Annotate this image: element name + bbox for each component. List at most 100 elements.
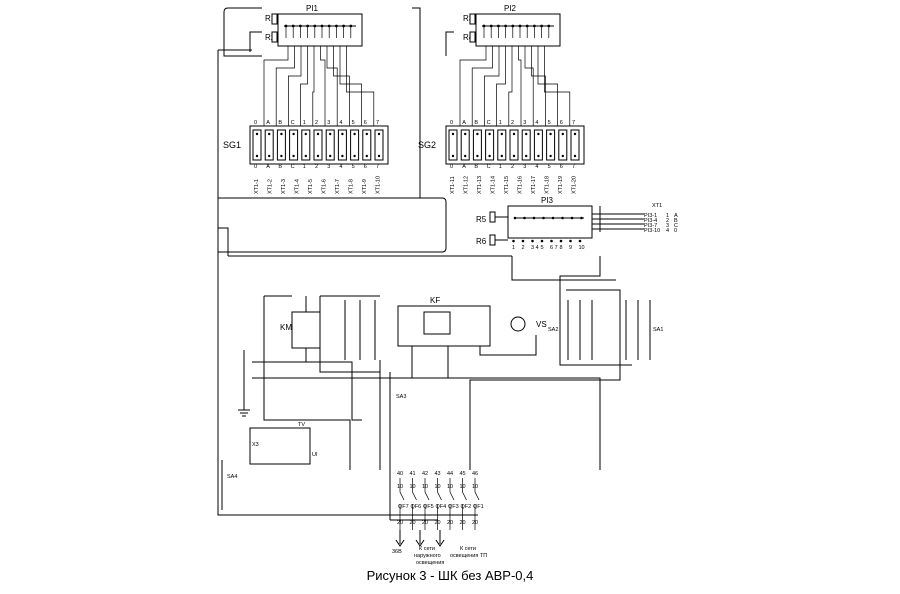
- breaker-label: QF2: [461, 504, 472, 510]
- sg-cell: [472, 129, 482, 161]
- sg-column-label: A: [266, 164, 270, 170]
- pi3-pin-label: 5: [541, 245, 544, 251]
- breaker-label: QF5: [423, 504, 434, 510]
- sg-column-label: 0: [450, 164, 453, 170]
- tv-label: TV: [298, 422, 305, 428]
- ui-label: UI: [312, 452, 318, 458]
- km-contactor: KM: [280, 296, 321, 362]
- sg-pin: [500, 132, 503, 136]
- sg1-label: SG1: [223, 140, 241, 150]
- pi1-block: PI1 R1 R2: [265, 4, 363, 47]
- sa2-label: SA2: [548, 327, 558, 333]
- breaker-contact: [449, 478, 455, 530]
- sg-pin: [292, 132, 295, 136]
- fan-wire: [300, 46, 308, 126]
- sg-pin: [525, 154, 528, 158]
- sg-column-label: 6: [560, 120, 563, 126]
- xt-terminal-label: XT1-16: [518, 176, 524, 194]
- xt-terminal-label: XT1-4: [295, 179, 301, 194]
- sg-column-label: 5: [548, 120, 551, 126]
- sg-pin: [365, 154, 368, 158]
- sg-pin: [316, 132, 320, 136]
- output-outdoor-2: наружного: [414, 553, 441, 559]
- sg-pin: [377, 154, 381, 158]
- xt-terminal-label: XT1-15: [504, 176, 510, 194]
- sg-pin: [353, 132, 356, 136]
- sg-pin: [268, 132, 271, 136]
- sg-cell: [497, 129, 507, 161]
- xt1-row-number: 4: [666, 228, 669, 234]
- pi3-pin: [521, 239, 525, 243]
- sg-column-label: B: [278, 164, 282, 170]
- r6-label: R6: [476, 237, 487, 246]
- breaker-label: QF6: [411, 504, 422, 510]
- xt1-row-phase: C: [674, 223, 678, 229]
- sg-cell: [289, 129, 299, 161]
- sg-pin: [488, 132, 491, 136]
- xt-terminal-label: XT1-11: [450, 176, 456, 194]
- sg-cell: [301, 129, 311, 161]
- sg-pin: [549, 132, 552, 136]
- sg-column-label: 6: [364, 164, 367, 170]
- sg-column-label: 0: [450, 120, 453, 126]
- sg-column-label: 7: [376, 120, 379, 126]
- sg-column-label: 1: [303, 120, 306, 126]
- sg-column-label: 2: [511, 164, 514, 170]
- km-contacts: [344, 300, 376, 360]
- xt-terminal-label: XT1-13: [477, 176, 483, 194]
- sg-column-label: 4: [535, 120, 538, 126]
- breaker-top-number: 44: [447, 471, 453, 477]
- xt1-row-phase: B: [674, 218, 678, 224]
- r6-resistor: [489, 234, 496, 246]
- sg-pin: [464, 154, 467, 158]
- xt-terminal-label: XT1-20: [572, 176, 578, 194]
- sg-cell: [485, 129, 495, 161]
- fan-wire: [320, 46, 326, 126]
- pi3-pin: [559, 239, 563, 243]
- xt-terminal-label: XT1-8: [349, 179, 355, 194]
- x3-label: X3: [252, 442, 259, 448]
- fan-wire: [326, 46, 338, 126]
- fan-wire: [346, 46, 375, 126]
- pi3-contact: [523, 216, 526, 220]
- sa3-label: SA3: [396, 394, 406, 400]
- sa1-label: SA1: [653, 327, 663, 333]
- breaker-bottom-number: 20: [397, 520, 403, 526]
- sg-column-label: 6: [560, 164, 563, 170]
- sg-pin: [365, 132, 368, 136]
- sg-pin: [451, 154, 455, 158]
- breaker-top-number: 40: [397, 471, 403, 477]
- xt1-row-number: 1: [666, 213, 669, 219]
- km-label: KM: [280, 323, 292, 332]
- sg-pin: [561, 154, 564, 158]
- xt1-row-source: PI3-4: [644, 218, 657, 224]
- fan-wire: [537, 46, 558, 126]
- output-tp-1: К сети: [460, 546, 476, 552]
- breaker-label: QF3: [448, 504, 459, 510]
- r3-resistor: [469, 13, 476, 25]
- sg-column-label: C: [487, 164, 491, 170]
- sg-pin: [255, 154, 259, 158]
- sg-pin: [464, 132, 467, 136]
- fan-wire: [484, 46, 500, 126]
- sg-column-label: 5: [548, 164, 551, 170]
- sg-pin: [573, 154, 577, 158]
- breaker-bottom-number: 20: [460, 520, 466, 526]
- sg-cell: [362, 129, 372, 161]
- breaker-label: QF7: [398, 504, 409, 510]
- sg-cell: [533, 129, 543, 161]
- output-outdoor-1: К сети: [419, 546, 435, 552]
- sg-pin: [292, 154, 295, 158]
- sg-column-label: 4: [339, 164, 342, 170]
- r2-label: R2: [265, 33, 276, 42]
- breaker-label: QF4: [436, 504, 447, 510]
- pi3-pin: [550, 239, 553, 243]
- sg-cell: [264, 129, 274, 161]
- sg-pin: [500, 154, 503, 158]
- fan-wire: [312, 46, 315, 126]
- sg-pin: [280, 154, 283, 158]
- breaker-top-number: 45: [460, 471, 466, 477]
- sg-column-label: 2: [511, 120, 514, 126]
- outputs: 36В К сети наружного освещения К сети ос…: [392, 530, 487, 566]
